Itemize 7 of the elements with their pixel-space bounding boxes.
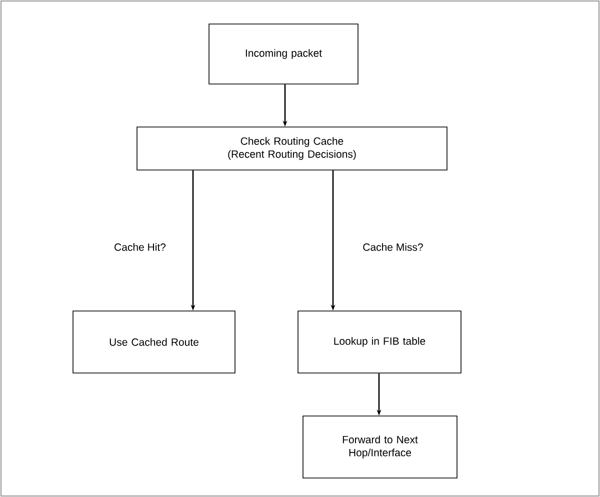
process-box: Forward to Next Hop/Interface xyxy=(302,416,458,478)
process-box: Check Routing Cache (Recent Routing Decisions) xyxy=(136,126,448,170)
edge-label: Cache Miss? xyxy=(362,242,424,252)
process-box: Lookup in FIB table xyxy=(298,310,462,374)
process-box: Use Cached Route xyxy=(72,310,236,374)
edge-label: Cache Hit? xyxy=(113,242,167,252)
process-box: Incoming packet xyxy=(208,24,358,84)
